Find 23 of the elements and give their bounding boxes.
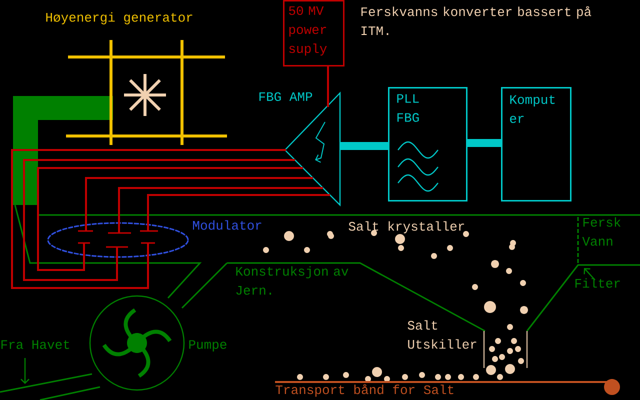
wire bbox=[327, 65, 329, 107]
power-supply-box: 50 MV power suply bbox=[283, 0, 344, 66]
label: Salt Utskiller bbox=[408, 320, 476, 349]
label: Konstruksjon av Jern. bbox=[236, 266, 348, 295]
computer-box: Komput er bbox=[501, 87, 572, 202]
wire bbox=[23, 159, 295, 281]
label: Filter bbox=[575, 278, 620, 288]
filter-box: PLL FBG bbox=[388, 87, 468, 202]
wire bbox=[37, 167, 303, 271]
wire bbox=[147, 194, 330, 231]
wire bbox=[11, 149, 286, 289]
label: Fra Havet bbox=[1, 340, 70, 349]
link-bar bbox=[340, 142, 388, 150]
wire bbox=[85, 177, 313, 231]
label: Transport bånd for Salt bbox=[276, 384, 454, 397]
label: Fersk Vann bbox=[582, 217, 621, 246]
wire bbox=[118, 187, 323, 233]
label: Salt krystaller bbox=[348, 221, 464, 234]
node-label: Modulator bbox=[193, 220, 262, 230]
link-bar bbox=[466, 139, 501, 147]
generator-drawing: Høyenergi generator bbox=[46, 12, 228, 146]
title: Ferskvanns konverter bassert på ITM. bbox=[361, 6, 592, 36]
node-label: Pumpe bbox=[189, 340, 226, 352]
